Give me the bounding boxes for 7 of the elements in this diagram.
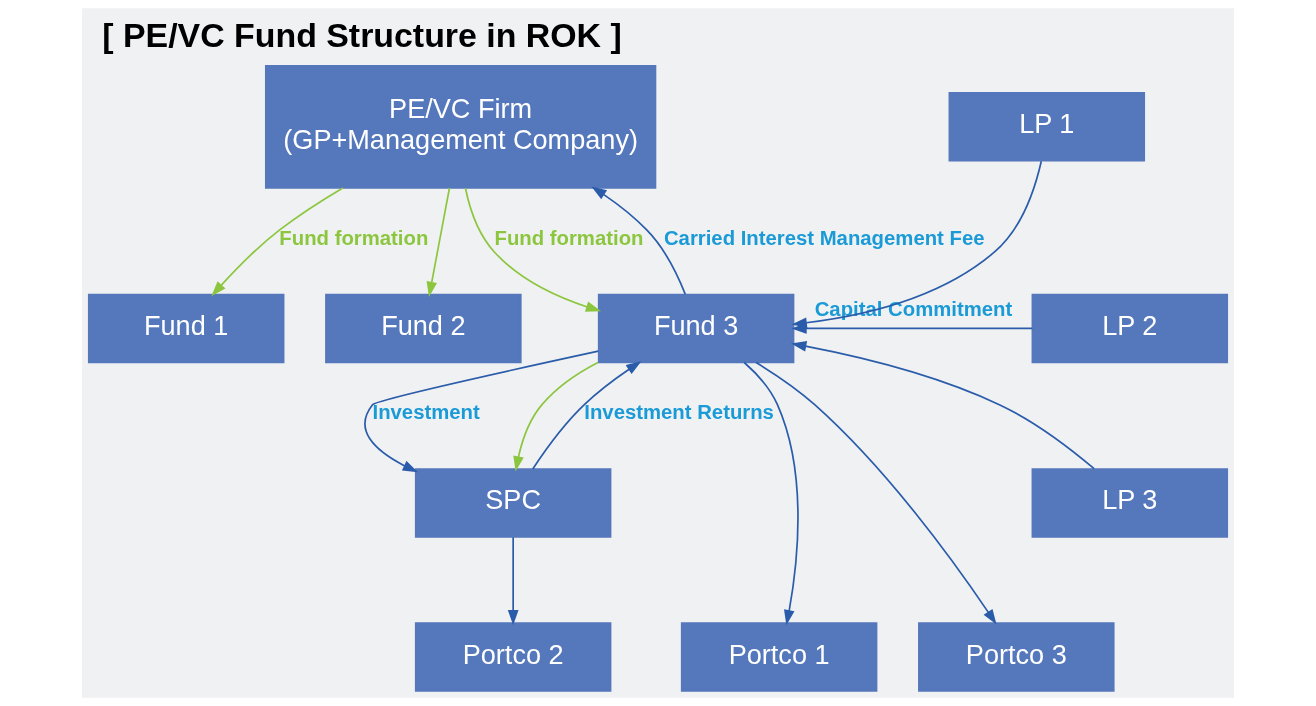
edge-label: Fund formation xyxy=(494,226,644,249)
diagram-title: [ PE/VC Fund Structure in ROK ] xyxy=(102,16,622,55)
edge-label: Carried Interest Management Fee xyxy=(663,226,985,249)
edge-label: Investment xyxy=(372,401,480,424)
edge-label: Fund formation xyxy=(279,226,429,249)
edge-label: Investment Returns xyxy=(584,401,774,424)
edge-label: Capital Commitment xyxy=(814,297,1013,320)
